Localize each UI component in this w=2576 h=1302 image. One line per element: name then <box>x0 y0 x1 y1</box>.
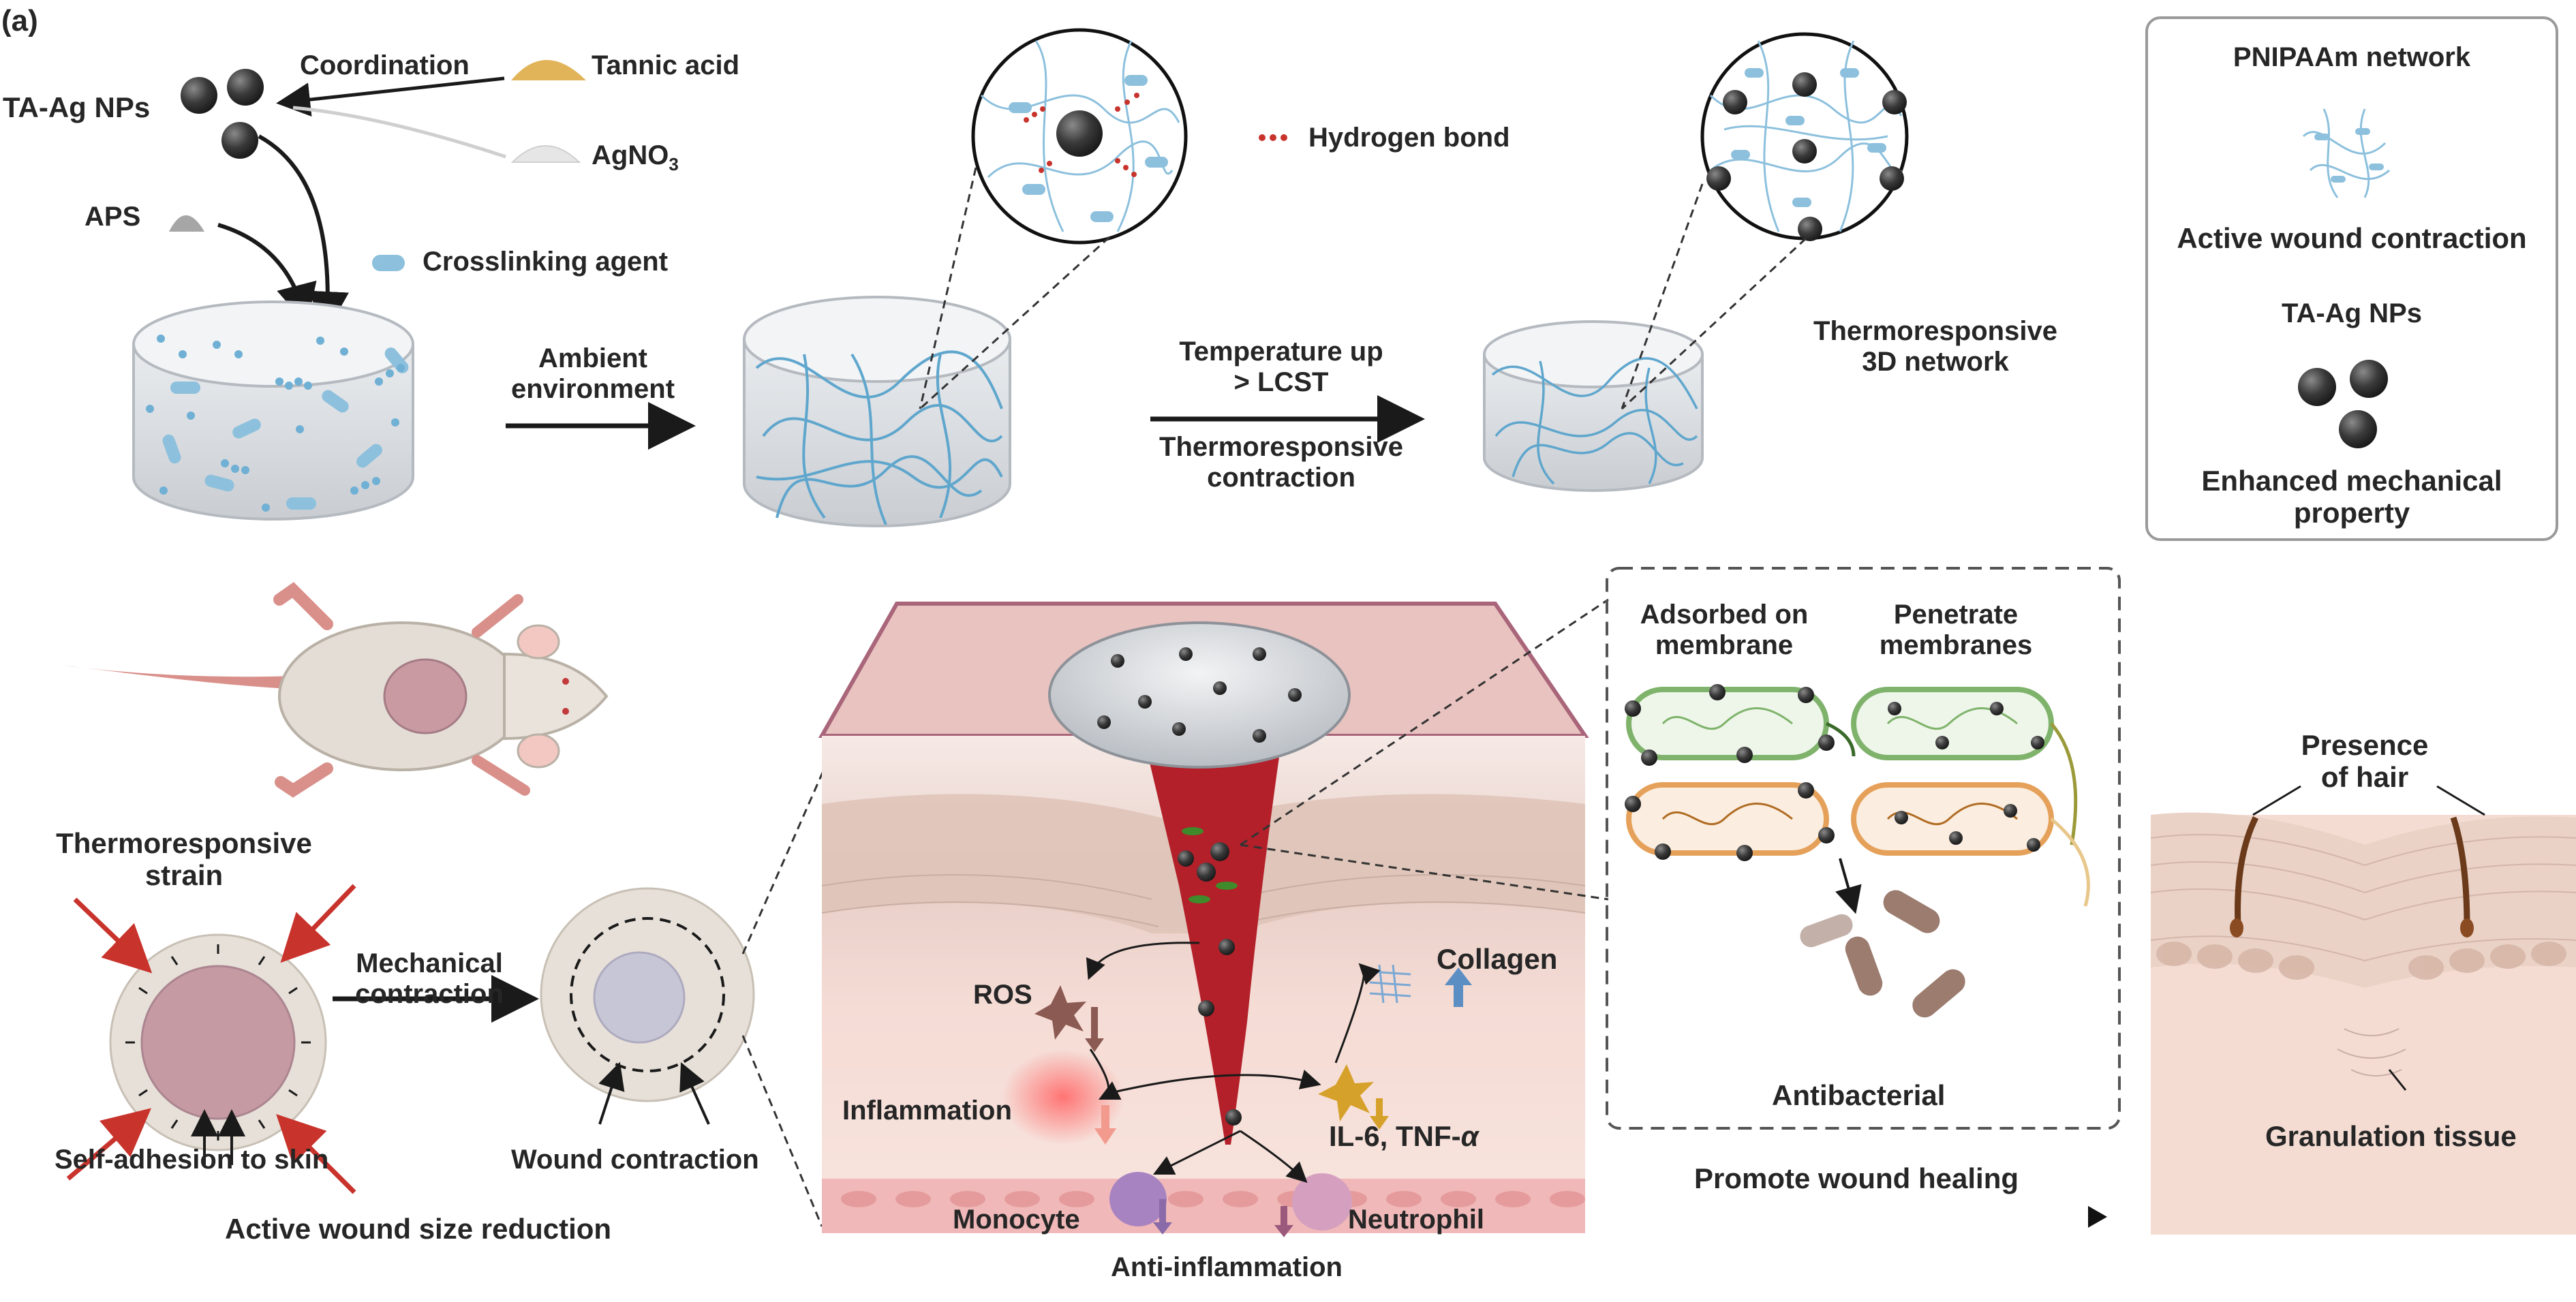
mechanical-label: Mechanical contraction <box>320 948 538 1010</box>
hydrogen-bond-legend-dots <box>1259 134 1287 141</box>
aps-to-gel-arrow <box>217 223 317 326</box>
network-line2: 3D network <box>1862 346 2009 377</box>
np-to-gel-arrow <box>258 134 349 332</box>
healed-skin <box>2150 785 2576 1235</box>
presence-of-hair-label: Presence of hair <box>2263 729 2467 793</box>
ambient-line2: environment <box>510 373 675 404</box>
active-reduction-label: Active wound size reduction <box>225 1213 612 1245</box>
legend-pnipaam-label: PNIPAAm network <box>2233 42 2471 72</box>
il6-text: IL-6, TNF- <box>1329 1120 1461 1152</box>
legend-box <box>2145 16 2558 541</box>
thermo-strain-line2: strain <box>144 859 224 892</box>
adsorbed-line1: Adsorbed on <box>1640 600 1809 630</box>
coordination-arrow <box>276 76 505 117</box>
ta-ag-nps-label: TA-Ag NPs <box>3 91 151 123</box>
temperature-line2: > LCST <box>1233 367 1329 397</box>
network-zoom <box>1621 32 1909 410</box>
inflammation-label: Inflammation <box>842 1096 1012 1126</box>
ta-ag-nps-icon <box>2298 360 2388 448</box>
collagen-label: Collagen <box>1437 943 1558 975</box>
ambient-line1: Ambient <box>538 343 647 373</box>
contracted-wound-disc <box>540 887 755 1125</box>
tannic-acid-label: Tannic acid <box>592 50 740 80</box>
thermo-contraction-line1: Thermoresponsive <box>1159 432 1403 462</box>
presence-line1: Presence <box>2301 729 2429 761</box>
mechanical-line1: Mechanical <box>356 948 503 978</box>
network-line1: Thermoresponsive <box>1813 316 2057 346</box>
self-adhesion-label: Self-adhesion to skin <box>55 1145 329 1175</box>
legend-ta-ag-label: TA-Ag NPs <box>2282 298 2422 328</box>
legend-enhanced-line1: Enhanced mechanical <box>2201 465 2502 497</box>
hydrogen-bond-label: Hydrogen bond <box>1308 123 1510 153</box>
panel-label: (a) <box>1 4 38 37</box>
granulation-label: Granulation tissue <box>2265 1120 2517 1152</box>
agno3-base: AgNO <box>592 140 669 170</box>
ambient-label: Ambient environment <box>491 343 695 405</box>
ta-ag-np-cluster <box>181 69 264 159</box>
alpha-symbol: α <box>1460 1120 1479 1152</box>
legend-contraction-label: Active wound contraction <box>2177 222 2527 254</box>
aps-powder-icon <box>169 215 204 232</box>
bacteria-box <box>1606 567 2121 1130</box>
penetrate-line2: membranes <box>1879 630 2033 660</box>
neutrophil-label: Neutrophil <box>1348 1205 1484 1235</box>
coordination-label: Coordination <box>300 50 470 80</box>
wound-contraction-label: Wound contraction <box>511 1145 759 1175</box>
penetrate-line1: Penetrate <box>1893 600 2019 630</box>
legend-enhanced-line2: property <box>2293 497 2410 529</box>
presence-line2: of hair <box>2320 761 2409 794</box>
agno3-subscript: 3 <box>669 154 679 174</box>
strain-wound-disc <box>109 933 327 1151</box>
thermo-contraction-label: Thermoresponsive contraction <box>1118 432 1445 493</box>
mouse-illustration <box>61 582 609 798</box>
agno3-label: AgNO3 <box>592 140 679 174</box>
tannic-acid-powder-icon <box>511 60 586 80</box>
legend-enhanced-label: Enhanced mechanical property <box>2145 465 2558 529</box>
aps-label: APS <box>85 202 141 232</box>
adsorbed-label: Adsorbed on membrane <box>1608 600 1840 661</box>
crosslinking-agent-label: Crosslinking agent <box>423 247 669 277</box>
bacteria-illustration <box>1625 684 2090 1018</box>
adsorbed-line2: membrane <box>1655 630 1794 660</box>
contracted-hydrogel <box>1483 320 1704 492</box>
strain-arrows <box>66 884 356 1194</box>
agno3-powder-icon <box>510 145 581 163</box>
ros-label: ROS <box>973 980 1032 1010</box>
temperature-label: Temperature up > LCST <box>1131 337 1431 398</box>
penetrate-label: Penetrate membranes <box>1840 600 2072 661</box>
hydrogel-cylinder <box>743 296 1011 527</box>
network-label: Thermoresponsive 3D network <box>1785 316 2085 377</box>
precursor-cylinder <box>132 300 414 521</box>
agno3-arrow <box>292 106 506 159</box>
crosslinker-pill-icon <box>372 255 405 271</box>
il6-label: IL-6, TNF-α <box>1329 1120 1479 1152</box>
thermo-strain-label: Thermoresponsive strain <box>41 827 327 891</box>
promote-label: Promote wound healing <box>1694 1162 2019 1194</box>
antibacterial-label: Antibacterial <box>1772 1079 1946 1111</box>
thermo-strain-line1: Thermoresponsive <box>56 827 312 859</box>
temperature-line1: Temperature up <box>1179 337 1383 367</box>
monocyte-label: Monocyte <box>953 1205 1080 1235</box>
skin-cross-section <box>818 602 1589 1237</box>
hydrogen-bond-zoom <box>919 28 1188 410</box>
thermo-contraction-line2: contraction <box>1207 462 1355 493</box>
mechanical-line2: contraction <box>355 978 504 1009</box>
pnipaam-network-icon <box>2302 108 2390 198</box>
anti-inflammation-label: Anti-inflammation <box>1111 1252 1343 1282</box>
adhesion-arrows <box>191 1109 245 1165</box>
